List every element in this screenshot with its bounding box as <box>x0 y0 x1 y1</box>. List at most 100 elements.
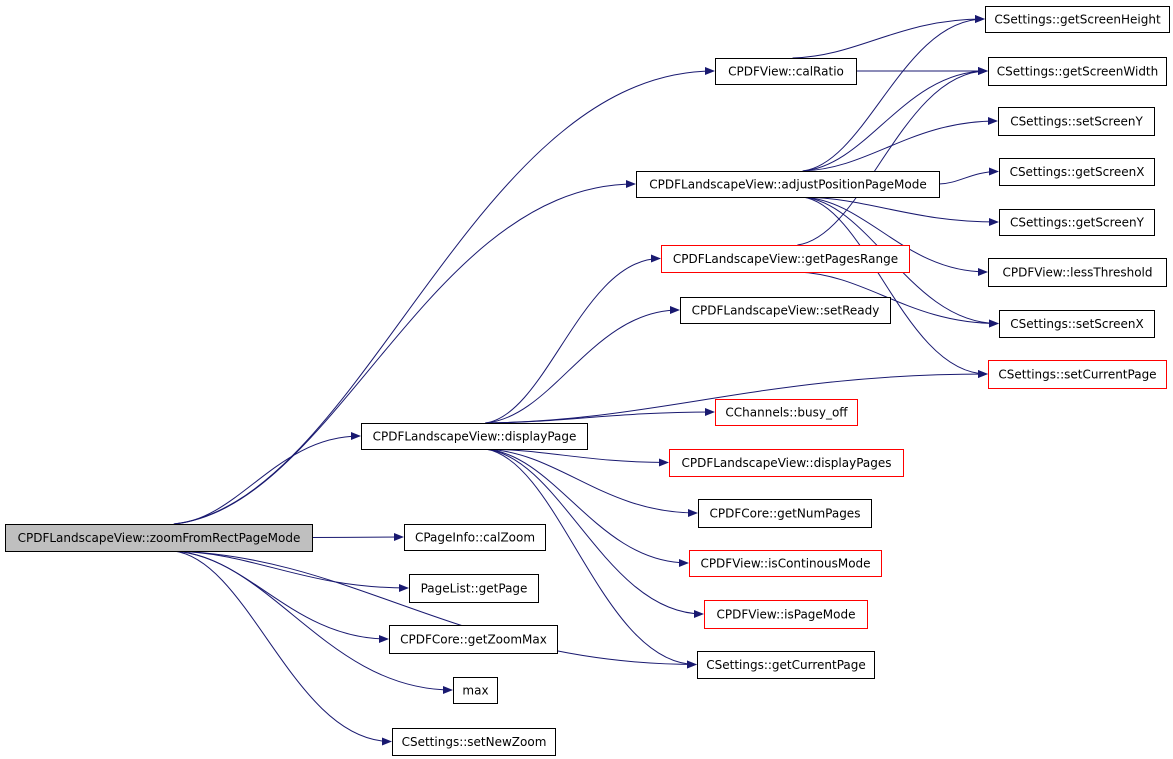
node-displayPages[interactable]: CPDFLandscapeView::displayPages <box>669 449 904 477</box>
call-edge-adjustPositionPageMode-to-lessThreshold <box>802 196 988 276</box>
node-isPageMode[interactable]: CPDFView::isPageMode <box>704 600 868 629</box>
node-label: CPDFLandscapeView::getPagesRange <box>673 252 898 266</box>
node-label: CSettings::getScreenWidth <box>997 65 1159 79</box>
node-getPagesRange[interactable]: CPDFLandscapeView::getPagesRange <box>661 245 910 273</box>
node-box <box>689 550 882 577</box>
node-setCurrentPage[interactable]: CSettings::setCurrentPage <box>988 360 1167 389</box>
node-box <box>697 651 875 679</box>
node-setScreenX[interactable]: CSettings::setScreenX <box>999 310 1155 338</box>
call-edge-displayPage-to-getCurrentPage <box>485 448 697 669</box>
node-getScreenY[interactable]: CSettings::getScreenY <box>999 209 1155 236</box>
node-box <box>389 625 558 654</box>
node-label: CPDFLandscapeView::displayPages <box>681 456 891 470</box>
edges-layer <box>173 15 999 746</box>
node-label: CPDFLandscapeView::zoomFromRectPageMode <box>18 531 301 545</box>
node-label: CSettings::setScreenY <box>1010 115 1143 129</box>
node-getCurrentPage[interactable]: CSettings::getCurrentPage <box>697 651 875 679</box>
node-label: CSettings::setCurrentPage <box>998 368 1156 382</box>
node-box <box>999 310 1155 338</box>
call-edge-zoomFromRectPageMode-to-adjustPositionPageMode <box>173 180 636 525</box>
node-setNewZoom[interactable]: CSettings::setNewZoom <box>392 728 556 756</box>
node-box <box>404 524 546 551</box>
call-edge-calRatio-to-getScreenHeight <box>792 15 985 59</box>
node-box <box>392 728 556 756</box>
node-adjustPositionPageMode[interactable]: CPDFLandscapeView::adjustPositionPageMod… <box>636 171 940 198</box>
node-box <box>698 499 872 528</box>
node-zoomFromRectPageMode[interactable]: CPDFLandscapeView::zoomFromRectPageMode <box>5 524 313 552</box>
node-label: CPDFView::lessThreshold <box>1002 266 1152 280</box>
node-label: CPDFView::isContinousMode <box>700 557 870 571</box>
node-box <box>985 6 1170 33</box>
call-edge-displayPage-to-busy_off <box>485 408 715 424</box>
node-box <box>361 423 588 450</box>
node-label: CSettings::setScreenX <box>1010 317 1144 331</box>
call-edge-getPagesRange-to-getScreenWidth <box>797 67 988 246</box>
node-getScreenWidth[interactable]: CSettings::getScreenWidth <box>988 57 1167 86</box>
call-edge-adjustPositionPageMode-to-setScreenY <box>802 117 998 172</box>
call-edge-displayPage-to-isContinousMode <box>485 448 689 567</box>
node-label: CSettings::getScreenY <box>1010 216 1145 230</box>
node-label: CPDFView::calRatio <box>728 65 844 79</box>
call-edge-zoomFromRectPageMode-to-setNewZoom <box>173 550 392 746</box>
node-setReady[interactable]: CPDFLandscapeView::setReady <box>680 297 891 324</box>
node-label: CPDFCore::getNumPages <box>710 507 861 521</box>
node-box <box>715 58 857 85</box>
node-getScreenX[interactable]: CSettings::getScreenX <box>999 158 1155 186</box>
call-edge-zoomFromRectPageMode-to-getZoomMax <box>173 550 389 643</box>
node-isContinousMode[interactable]: CPDFView::isContinousMode <box>689 550 882 577</box>
node-box <box>715 399 858 426</box>
node-label: CPDFLandscapeView::adjustPositionPageMod… <box>649 178 926 192</box>
node-lessThreshold[interactable]: CPDFView::lessThreshold <box>988 258 1167 287</box>
call-edge-displayPage-to-displayPages <box>485 448 669 467</box>
node-box <box>5 524 313 552</box>
node-getScreenHeight[interactable]: CSettings::getScreenHeight <box>985 6 1170 33</box>
call-edge-zoomFromRectPageMode-to-getCurrentPage <box>173 550 697 669</box>
call-edge-zoomFromRectPageMode-to-max <box>173 550 453 694</box>
call-edge-displayPage-to-getNumPages <box>485 448 698 517</box>
node-box <box>636 171 940 198</box>
node-label: CSettings::getScreenHeight <box>994 13 1161 27</box>
call-edge-zoomFromRectPageMode-to-calZoom <box>311 533 404 542</box>
call-edge-adjustPositionPageMode-to-getScreenX <box>938 167 999 185</box>
node-getPage[interactable]: PageList::getPage <box>409 574 539 603</box>
call-edge-zoomFromRectPageMode-to-displayPage <box>173 432 361 525</box>
node-max[interactable]: max <box>453 677 498 704</box>
call-edge-zoomFromRectPageMode-to-getPage <box>173 550 409 592</box>
node-label: CChannels::busy_off <box>725 406 848 420</box>
node-box <box>988 258 1167 287</box>
node-box <box>988 360 1167 389</box>
node-getNumPages[interactable]: CPDFCore::getNumPages <box>698 499 872 528</box>
call-edge-zoomFromRectPageMode-to-calRatio <box>173 67 715 525</box>
node-box <box>453 677 498 704</box>
node-calRatio[interactable]: CPDFView::calRatio <box>715 58 857 85</box>
node-label: CPageInfo::calZoom <box>415 531 535 545</box>
call-edge-displayPage-to-getPagesRange <box>485 254 661 424</box>
node-calZoom[interactable]: CPageInfo::calZoom <box>404 524 546 551</box>
node-box <box>409 574 539 603</box>
node-box <box>999 209 1155 236</box>
node-getZoomMax[interactable]: CPDFCore::getZoomMax <box>389 625 558 654</box>
node-label: CPDFLandscapeView::setReady <box>692 304 880 318</box>
node-setScreenY[interactable]: CSettings::setScreenY <box>998 107 1155 136</box>
node-box <box>999 158 1155 186</box>
node-label: CSettings::getScreenX <box>1010 165 1145 179</box>
node-label: CSettings::getCurrentPage <box>706 658 866 672</box>
node-box <box>669 449 904 477</box>
node-label: CPDFLandscapeView::displayPage <box>373 430 577 444</box>
call-edge-displayPage-to-isPageMode <box>485 448 704 618</box>
call-edge-adjustPositionPageMode-to-getScreenY <box>802 196 999 226</box>
node-box <box>680 297 891 324</box>
node-label: CSettings::setNewZoom <box>402 735 547 749</box>
call-edge-displayPage-to-setReady <box>485 306 680 424</box>
node-busy_off[interactable]: CChannels::busy_off <box>715 399 858 426</box>
call-edge-adjustPositionPageMode-to-getScreenWidth <box>802 67 988 172</box>
node-label: CPDFView::isPageMode <box>717 608 856 622</box>
node-box <box>998 107 1155 136</box>
call-edge-adjustPositionPageMode-to-setCurrentPage <box>802 196 988 378</box>
node-label: CPDFCore::getZoomMax <box>400 633 547 647</box>
node-box <box>704 600 868 629</box>
call-edge-adjustPositionPageMode-to-getScreenHeight <box>802 15 985 172</box>
node-displayPage[interactable]: CPDFLandscapeView::displayPage <box>361 423 588 450</box>
node-label: max <box>462 684 488 698</box>
